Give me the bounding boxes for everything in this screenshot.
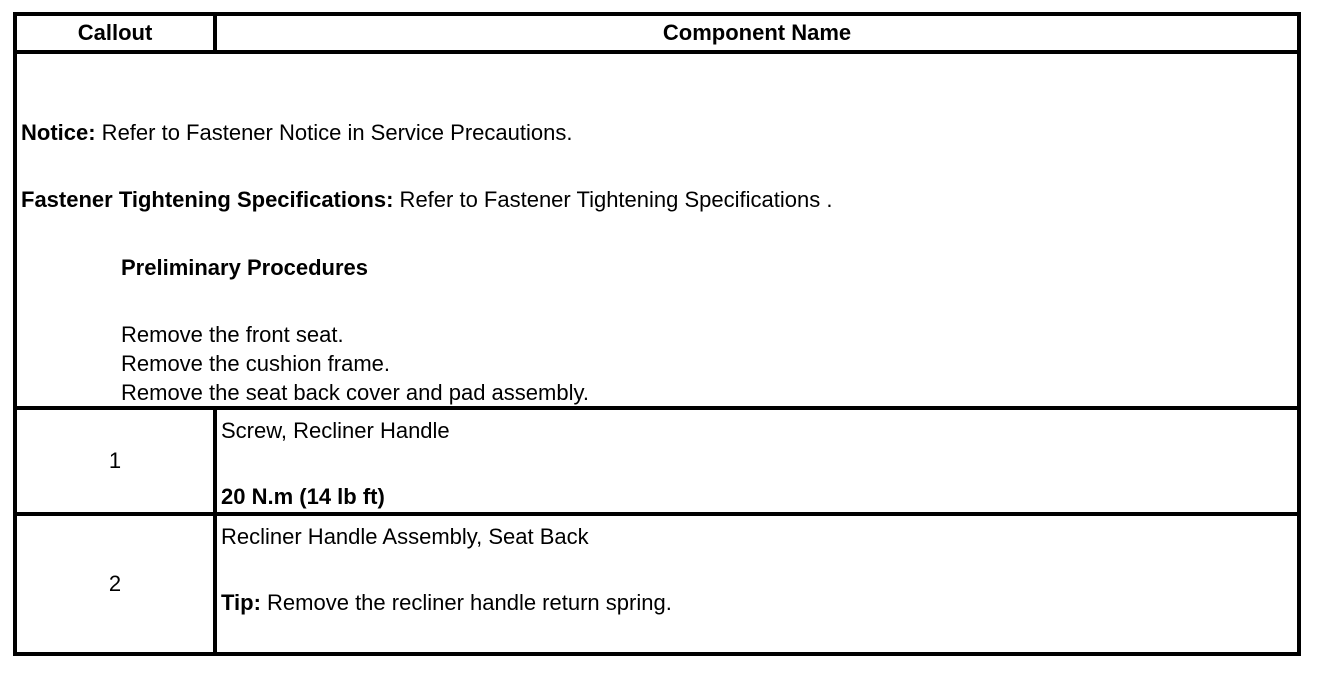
component-cell: Screw, Recliner Handle 20 N.m (14 lb ft) (213, 406, 1301, 516)
tip-label: Tip: (221, 590, 261, 615)
fastener-specs-text: Refer to Fastener Tightening Specificati… (393, 187, 833, 212)
component-name-header: Component Name (213, 12, 1301, 54)
fastener-specs-label: Fastener Tightening Specifications: (21, 187, 394, 212)
notice-text: Refer to Fastener Notice in Service Prec… (95, 120, 573, 145)
tip: Tip: Remove the recliner handle return s… (221, 589, 672, 617)
component-cell: Recliner Handle Assembly, Seat Back Tip:… (213, 512, 1301, 656)
procedure-step: Remove the seat back cover and pad assem… (121, 380, 589, 405)
preliminary-cell: Notice: Refer to Fastener Notice in Serv… (13, 50, 1301, 410)
callout-cell: 2 (13, 512, 217, 656)
procedure-step: Remove the front seat. (121, 322, 344, 347)
table-row: 2 Recliner Handle Assembly, Seat Back Ti… (13, 512, 1301, 656)
preliminary-row: Notice: Refer to Fastener Notice in Serv… (13, 50, 1301, 410)
fastener-specs: Fastener Tightening Specifications: Refe… (21, 186, 832, 214)
component-table: Callout Component Name Notice: Refer to … (13, 12, 1301, 656)
notice-label: Notice: (21, 120, 96, 145)
torque-spec: 20 N.m (14 lb ft) (221, 484, 385, 509)
preliminary-procedures-title: Preliminary Procedures (121, 255, 369, 280)
tip-text: Remove the recliner handle return spring… (260, 590, 672, 615)
callout-header: Callout (13, 12, 217, 54)
callout-cell: 1 (13, 406, 217, 516)
procedure-steps: Remove the front seat. Remove the cushio… (121, 320, 589, 407)
table-row: 1 Screw, Recliner Handle 20 N.m (14 lb f… (13, 406, 1301, 516)
component-name: Screw, Recliner Handle (221, 418, 450, 443)
notice: Notice: Refer to Fastener Notice in Serv… (21, 119, 572, 147)
component-name: Recliner Handle Assembly, Seat Back (221, 524, 589, 549)
procedure-step: Remove the cushion frame. (121, 351, 391, 376)
header-row: Callout Component Name (13, 12, 1301, 54)
